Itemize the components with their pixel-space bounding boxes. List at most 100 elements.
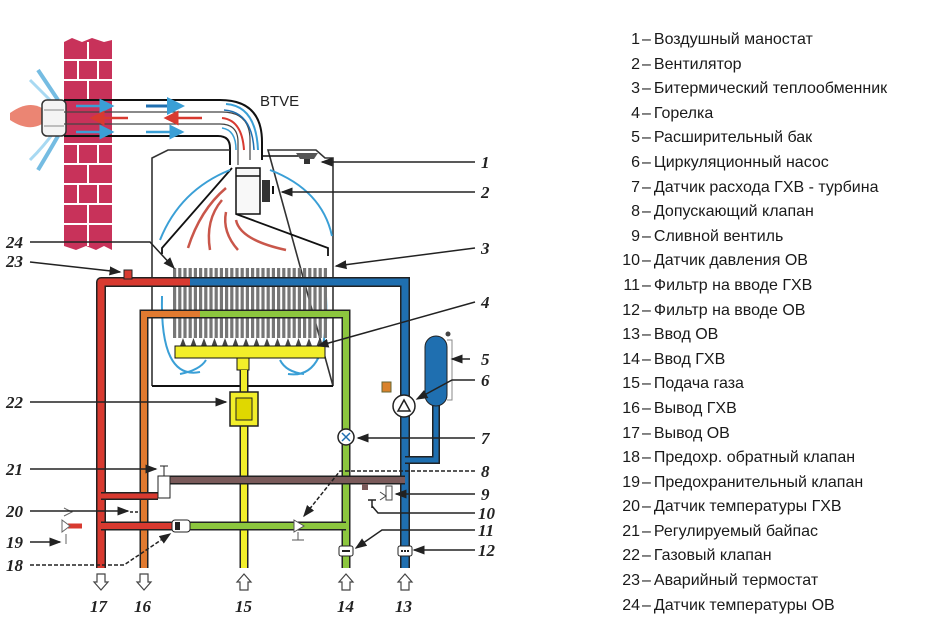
check-valve xyxy=(171,519,191,533)
legend-item-text: Фильтр на вводе ОВ xyxy=(653,301,806,319)
circulation-pump xyxy=(381,381,416,418)
burner-flame xyxy=(253,338,260,346)
heat-exchanger-fin xyxy=(204,268,208,338)
legend-item: 13–Ввод ОВ xyxy=(612,323,945,348)
heat-exchanger-fin xyxy=(308,268,312,338)
heat-exchanger-fin xyxy=(230,268,234,338)
burner-flame xyxy=(222,338,228,346)
callout-21: 21 xyxy=(5,460,23,479)
legend-item-dash: – xyxy=(642,572,651,590)
legend-item: 2–Вентилятор xyxy=(612,53,945,78)
legend-item-number: 9 xyxy=(631,227,640,245)
legend-item-number: 23 xyxy=(622,572,640,590)
heat-exchanger-fin xyxy=(173,268,177,338)
legend-item: 8–Допускающий клапан xyxy=(612,200,945,225)
legend-item-text: Ввод ОВ xyxy=(653,326,719,344)
legend-item-number: 17 xyxy=(622,424,640,442)
legend-item-number: 14 xyxy=(622,350,640,368)
legend-item-dash: – xyxy=(642,178,651,196)
legend-item: 23–Аварийный термостат xyxy=(612,569,945,594)
burner-flame xyxy=(243,338,249,346)
burner-flame xyxy=(285,338,291,346)
legend-item: 9–Сливной вентиль xyxy=(612,225,945,250)
callout-23: 23 xyxy=(5,252,24,271)
callout-1: 1 xyxy=(481,153,490,172)
heat-exchanger-fin xyxy=(313,268,317,338)
callout-19: 19 xyxy=(6,533,24,552)
callout-4: 4 xyxy=(480,293,490,312)
heat-exchanger-fin xyxy=(261,268,265,338)
combustion-hood xyxy=(161,167,329,256)
port-15-in-arrow xyxy=(235,573,253,591)
legend-item-dash: – xyxy=(642,399,651,417)
legend-item-number: 15 xyxy=(622,375,640,393)
callout-7: 7 xyxy=(481,429,491,448)
legend-item-text: Циркуляционный насос xyxy=(653,153,829,171)
brick-wall xyxy=(64,38,112,250)
hot-gas-flow xyxy=(186,187,287,252)
legend-item-text: Подача газа xyxy=(653,375,744,393)
allowing-valve xyxy=(292,519,305,541)
callout-12: 12 xyxy=(478,541,496,560)
legend-item-text: Датчик температуры ГХВ xyxy=(653,498,842,516)
bypass-valve xyxy=(157,465,171,499)
heat-exchanger-fin xyxy=(282,268,286,338)
legend-item-number: 10 xyxy=(622,252,640,270)
heat-exchanger-fin xyxy=(292,268,296,338)
heat-exchanger-fin xyxy=(271,268,275,338)
legend-item-text: Датчик температуры ОВ xyxy=(653,596,835,614)
legend-item: 6–Циркуляционный насос xyxy=(612,151,945,176)
port-arrows xyxy=(92,573,414,591)
burner-flame xyxy=(306,338,312,346)
flue-terminal xyxy=(10,68,67,172)
callout-22: 22 xyxy=(5,393,24,412)
legend-item: 21–Регулируемый байпас xyxy=(612,520,945,545)
callout-11: 11 xyxy=(478,521,494,540)
legend-item-dash: – xyxy=(642,424,651,442)
legend-item-dash: – xyxy=(642,276,651,294)
legend-item-number: 20 xyxy=(622,498,640,516)
legend-item-number: 6 xyxy=(631,153,640,171)
legend-item-dash: – xyxy=(642,375,651,393)
legend-item-text: Горелка xyxy=(653,104,714,122)
heat-exchanger-fin xyxy=(256,268,260,338)
legend-item-dash: – xyxy=(642,596,651,614)
heat-exchanger-fin xyxy=(277,268,281,338)
legend-item-number: 21 xyxy=(622,522,640,540)
legend-item: 11–Фильтр на вводе ГХВ xyxy=(612,274,945,299)
callout-numbers: 1 2 3 4 5 6 7 8 9 10 11 12 13 14 15 16 1… xyxy=(5,153,496,616)
burner xyxy=(174,338,326,371)
heat-exchanger-fin xyxy=(297,268,301,338)
legend-item-dash: – xyxy=(642,326,651,344)
legend-item: 19–Предохранительный клапан xyxy=(612,471,945,496)
legend-item: 18–Предохр. обратный клапан xyxy=(612,446,945,471)
legend-item: 22–Газовый клапан xyxy=(612,544,945,569)
safety-valve xyxy=(61,507,82,544)
burner-flame xyxy=(211,338,218,346)
heat-exchanger-fin xyxy=(266,268,270,338)
burner-flame xyxy=(190,338,197,346)
legend-item: 16–Вывод ГХВ xyxy=(612,397,945,422)
port-17-out-arrow xyxy=(92,573,110,591)
legend-item-dash: – xyxy=(642,252,651,270)
legend-item-dash: – xyxy=(642,547,651,565)
legend-item-text: Допускающий клапан xyxy=(653,203,814,221)
burner-flame xyxy=(232,338,239,346)
legend-item-dash: – xyxy=(642,104,651,122)
heat-exchanger-fin xyxy=(251,268,255,338)
heating-filter xyxy=(397,545,413,557)
legend-item-text: Датчик давления ОВ xyxy=(653,252,808,270)
port-16-out-arrow xyxy=(135,573,153,591)
legend-item-number: 8 xyxy=(631,203,640,221)
legend-item: 12–Фильтр на вводе ОВ xyxy=(612,299,945,324)
pipe-expansion xyxy=(405,400,440,464)
callout-3: 3 xyxy=(480,239,490,258)
legend-item-dash: – xyxy=(642,449,651,467)
legend-item-number: 11 xyxy=(623,276,640,294)
legend-item-number: 13 xyxy=(622,326,640,344)
callout-6: 6 xyxy=(481,371,490,390)
legend-item-number: 24 xyxy=(622,596,640,614)
dhw-filter xyxy=(338,545,354,557)
legend-item-number: 3 xyxy=(631,80,640,98)
legend-item-text: Расширительный бак xyxy=(653,129,813,147)
